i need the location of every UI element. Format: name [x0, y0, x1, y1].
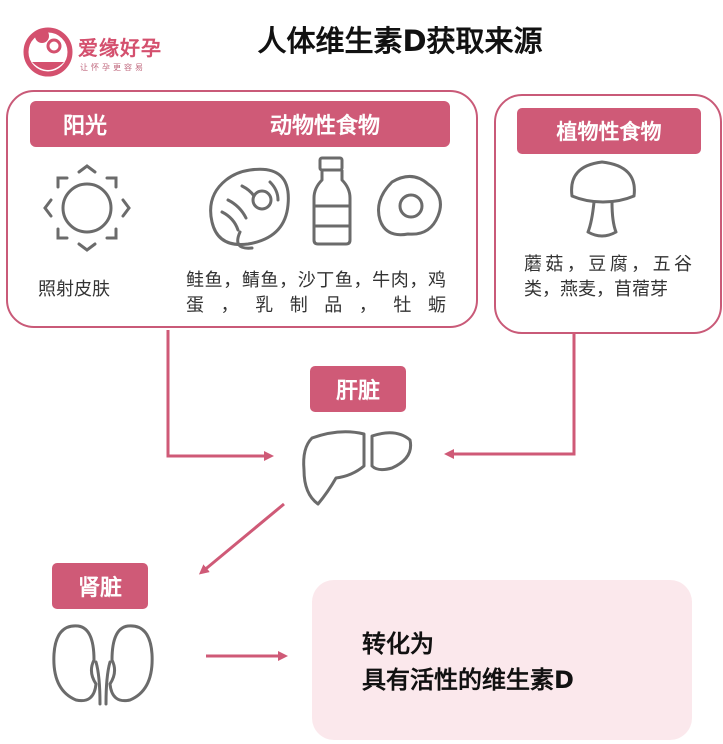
kidney-icon: [52, 624, 154, 706]
result-line-1: 转化为: [362, 630, 434, 658]
arrow-animal-to-liver: [166, 330, 274, 461]
fried-egg-icon: [377, 175, 442, 237]
sun-icon: [43, 164, 131, 252]
liver-icon: [302, 430, 413, 506]
kidney-label: 肾脏: [52, 563, 148, 609]
milk-bottle-icon: [312, 156, 352, 246]
sun-header: 阳光: [62, 114, 107, 139]
salmon-steak-icon: [209, 167, 290, 250]
brand-logo: 爱缘好孕 让怀孕更容易: [18, 22, 193, 82]
plant-food-header: 植物性食物: [517, 108, 701, 154]
plant-food-items: 蘑菇，豆腐，五谷类，燕麦，苜蓿芽: [524, 254, 692, 300]
arrow-liver-to-kidney: [198, 502, 285, 575]
liver-label: 肝脏: [310, 366, 406, 412]
arrow-plant-to-liver: [444, 332, 576, 459]
mushroom-icon: [570, 160, 636, 238]
result-line-2: 具有活性的维生素D: [362, 666, 574, 694]
page-title: 人体维生素D获取来源: [257, 24, 543, 58]
animal-food-items: 鲑鱼，鲭鱼，沙丁鱼，牛肉，鸡蛋，乳制品，牡蛎: [186, 270, 446, 316]
logo-name: 爱缘好孕: [78, 36, 162, 60]
logo-mark-icon: [23, 27, 73, 77]
result-text: 转化为 具有活性的维生素D: [362, 626, 574, 698]
result-panel: [312, 580, 692, 740]
animal-food-header: 动物性食物: [269, 114, 380, 139]
logo-slogan: 让怀孕更容易: [80, 63, 146, 72]
sun-animal-header-bar: [30, 101, 450, 147]
sun-source-items: 照射皮肤: [38, 279, 110, 300]
